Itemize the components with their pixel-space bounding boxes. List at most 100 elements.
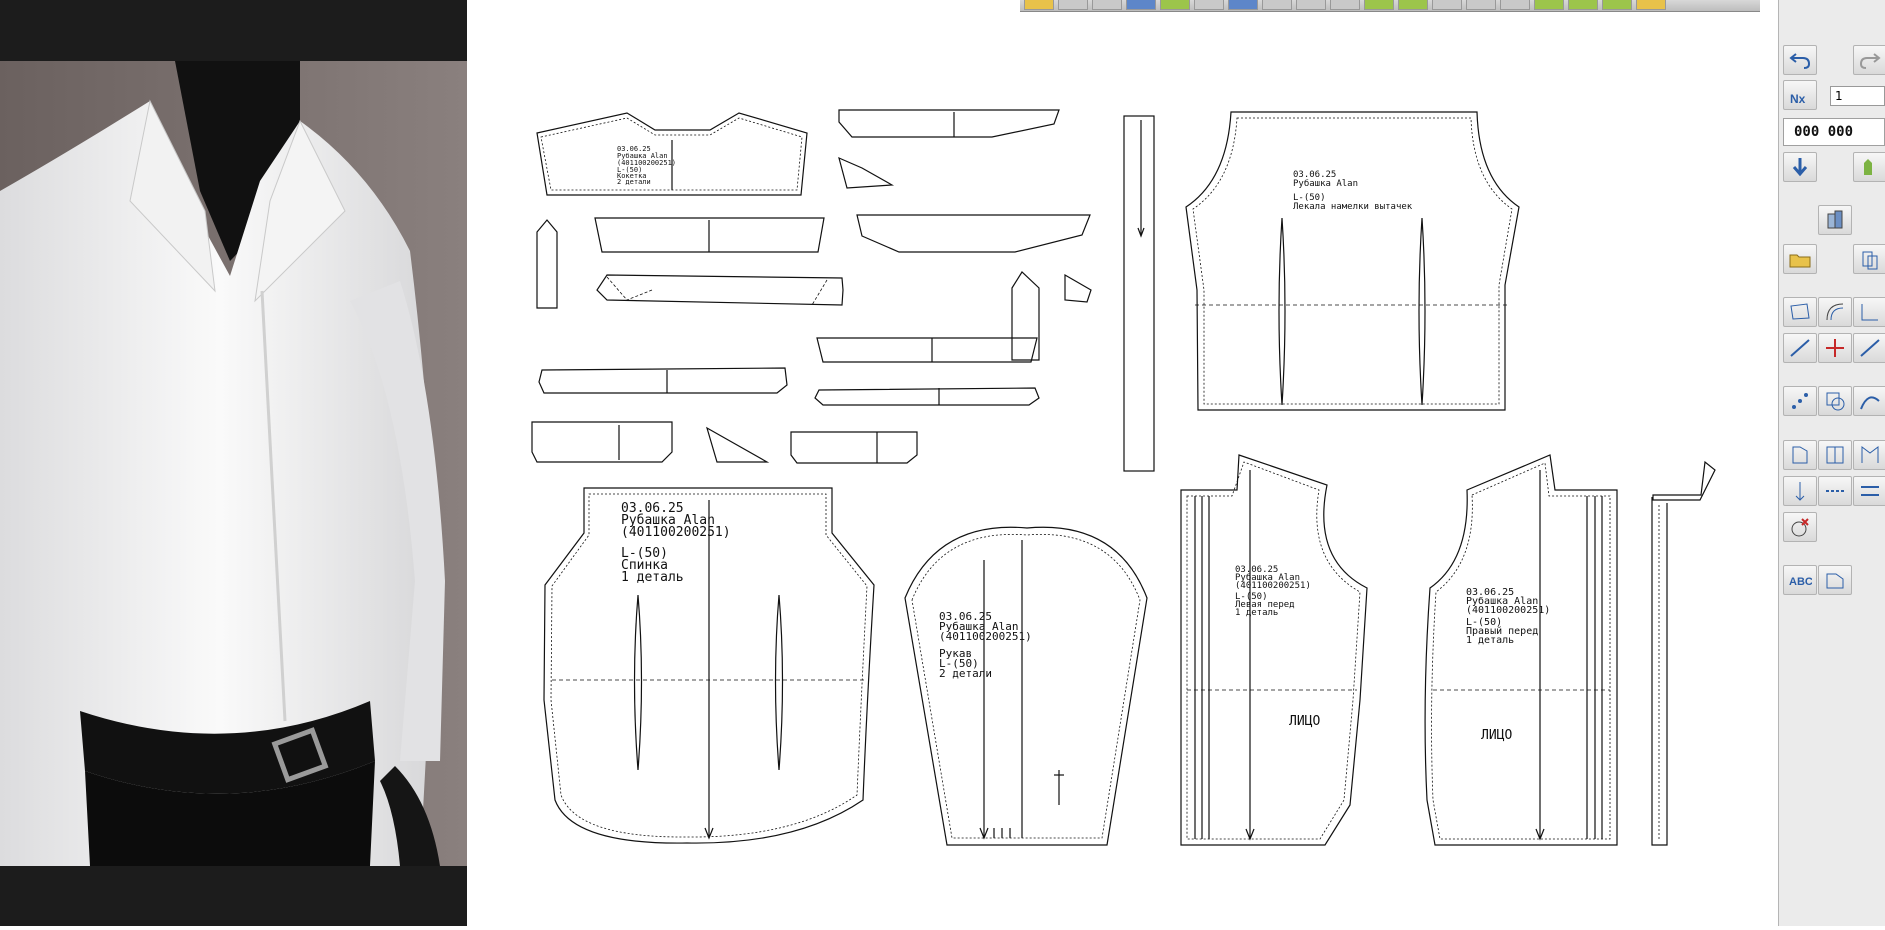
pattern-canvas[interactable]: 03.06.25 Рубашка Alan (401100200251) L-(… (467, 0, 1778, 926)
undo-n-icon: Nx (1790, 92, 1806, 106)
open-folder-button[interactable] (1783, 244, 1817, 274)
page-icon[interactable] (1500, 0, 1530, 10)
seam-button[interactable] (1853, 476, 1885, 506)
f3-icon[interactable] (1534, 0, 1564, 10)
label-piece-button[interactable] (1818, 565, 1852, 595)
piece-stack-button[interactable] (1818, 205, 1852, 235)
pattern-icon[interactable] (1466, 0, 1496, 10)
points-icon (1792, 393, 1808, 409)
folder-icon (1789, 254, 1811, 268)
right-front-code: (401100200251) (1466, 605, 1550, 616)
seam-icon (1861, 486, 1879, 496)
pocket-piece-1[interactable] (531, 421, 673, 463)
back-piece[interactable]: 03.06.25 Рубашка Alan (401100200251) L-(… (543, 487, 875, 844)
undo-n-button[interactable]: Nx (1783, 80, 1817, 110)
open-file-icon[interactable] (1024, 0, 1054, 10)
export-icon[interactable] (1636, 0, 1666, 10)
piece-front-button[interactable] (1783, 440, 1817, 470)
copy-piece-icon (1862, 251, 1878, 270)
yoke-piece[interactable]: 03.06.25 Рубашка Alan (401100200251) L-(… (536, 112, 808, 196)
yoke-model: Рубашка Alan (617, 152, 668, 160)
delete-point-button[interactable] (1783, 512, 1817, 542)
cuff-piece-3[interactable] (814, 387, 1040, 406)
piece-split-button[interactable] (1853, 440, 1885, 470)
f2-icon[interactable] (1398, 0, 1428, 10)
collar-piece-2[interactable] (856, 214, 1091, 253)
right-front-face-label: ЛИЦО (1481, 728, 1512, 743)
move-down-button[interactable] (1783, 152, 1817, 182)
lines-icon[interactable] (1228, 0, 1258, 10)
curve-corner-button[interactable] (1818, 297, 1852, 327)
f3b-icon[interactable] (1568, 0, 1598, 10)
back-date: 03.06.25 (621, 501, 684, 516)
menu-icon[interactable] (1432, 0, 1462, 10)
cursor-icon[interactable] (1126, 0, 1156, 10)
top-toolbar (1020, 0, 1760, 12)
dart-template-piece[interactable]: 03.06.25 Рубашка Alan L-(50) Лекала наме… (1185, 111, 1520, 411)
right-front-date: 03.06.25 (1466, 587, 1514, 598)
back-name: Спинка (621, 558, 668, 573)
svg-text:Nx: Nx (1790, 92, 1806, 106)
product-photo-panel (0, 0, 467, 926)
svg-text:ABC: ABC (1789, 576, 1812, 588)
collar-stand-piece[interactable] (838, 109, 1060, 138)
f1-icon[interactable] (1364, 0, 1394, 10)
right-front-name: Правый перед (1466, 625, 1538, 637)
yoke-name: Кокетка (617, 172, 647, 180)
pattern-layout: 03.06.25 Рубашка Alan (401100200251) L-(… (531, 109, 1716, 846)
placket-piece[interactable] (536, 219, 558, 309)
collar-piece-1[interactable] (594, 217, 825, 253)
yoke-qty: 2 детали (617, 178, 651, 186)
cuff-piece-1[interactable] (538, 367, 788, 394)
diagonal-button[interactable] (1853, 333, 1885, 363)
left-front-piece[interactable]: 03.06.25 Рубашка Alan (401100200251) L-(… (1180, 454, 1368, 846)
sleeve-name: Рукав (939, 647, 972, 660)
notch-button[interactable] (1853, 297, 1885, 327)
dashed-line-button[interactable] (1818, 476, 1852, 506)
align-icon[interactable] (1262, 0, 1292, 10)
delete-icon[interactable] (1330, 0, 1360, 10)
dashed-line-icon (1826, 490, 1844, 492)
collar-strip-top[interactable] (1652, 460, 1716, 501)
points-button[interactable] (1783, 386, 1817, 416)
shape-button[interactable] (1818, 386, 1852, 416)
grain-line-icon (1795, 482, 1805, 501)
undo-button[interactable] (1783, 45, 1817, 75)
right-front-piece[interactable]: 03.06.25 Рубашка Alan (401100200251) L-(… (1424, 454, 1618, 846)
print-icon[interactable] (1092, 0, 1122, 10)
left-front-date: 03.06.25 (1235, 565, 1278, 575)
ruler-icon[interactable] (1194, 0, 1224, 10)
chart-icon[interactable] (1602, 0, 1632, 10)
collar-point-piece[interactable] (838, 156, 895, 189)
line-tool-button[interactable] (1783, 333, 1817, 363)
sleeve-piece[interactable]: 03.06.25 Рубашка Alan (401100200251) Рук… (904, 526, 1148, 846)
grain-line-button[interactable] (1783, 476, 1817, 506)
text-tool-button[interactable]: ABC (1783, 565, 1817, 595)
placket-piece-2[interactable] (1011, 271, 1040, 361)
front-band-piece[interactable] (1123, 115, 1155, 472)
piece-mirror-button[interactable] (1818, 440, 1852, 470)
place-piece-button[interactable] (1853, 152, 1885, 182)
pocket-piece-2[interactable] (790, 431, 918, 464)
curve-button[interactable] (1853, 386, 1885, 416)
copy-piece-button[interactable] (1853, 244, 1885, 274)
step-count-field[interactable]: 1 (1830, 86, 1885, 106)
intersect-button[interactable] (1818, 333, 1852, 363)
grid-icon[interactable] (1296, 0, 1326, 10)
notch-icon (1861, 304, 1878, 321)
draw-outline-button[interactable] (1783, 297, 1817, 327)
gusset-piece[interactable] (706, 426, 770, 463)
collar-piece-3[interactable] (596, 274, 844, 306)
left-front-size: L-(50) (1235, 592, 1268, 602)
layer-icon[interactable] (1160, 0, 1190, 10)
curve-corner-icon (1826, 303, 1844, 321)
place-piece-icon (1864, 159, 1872, 175)
left-front-face-label: ЛИЦО (1289, 714, 1320, 729)
piece-split-icon (1861, 446, 1879, 463)
label-piece-icon (1826, 573, 1844, 589)
collar-strip-piece[interactable] (1651, 497, 1668, 846)
sleeve-code: (401100200251) (939, 630, 1032, 643)
redo-button[interactable] (1853, 45, 1885, 75)
cuff-piece-2[interactable] (816, 337, 1038, 363)
save-icon[interactable] (1058, 0, 1088, 10)
